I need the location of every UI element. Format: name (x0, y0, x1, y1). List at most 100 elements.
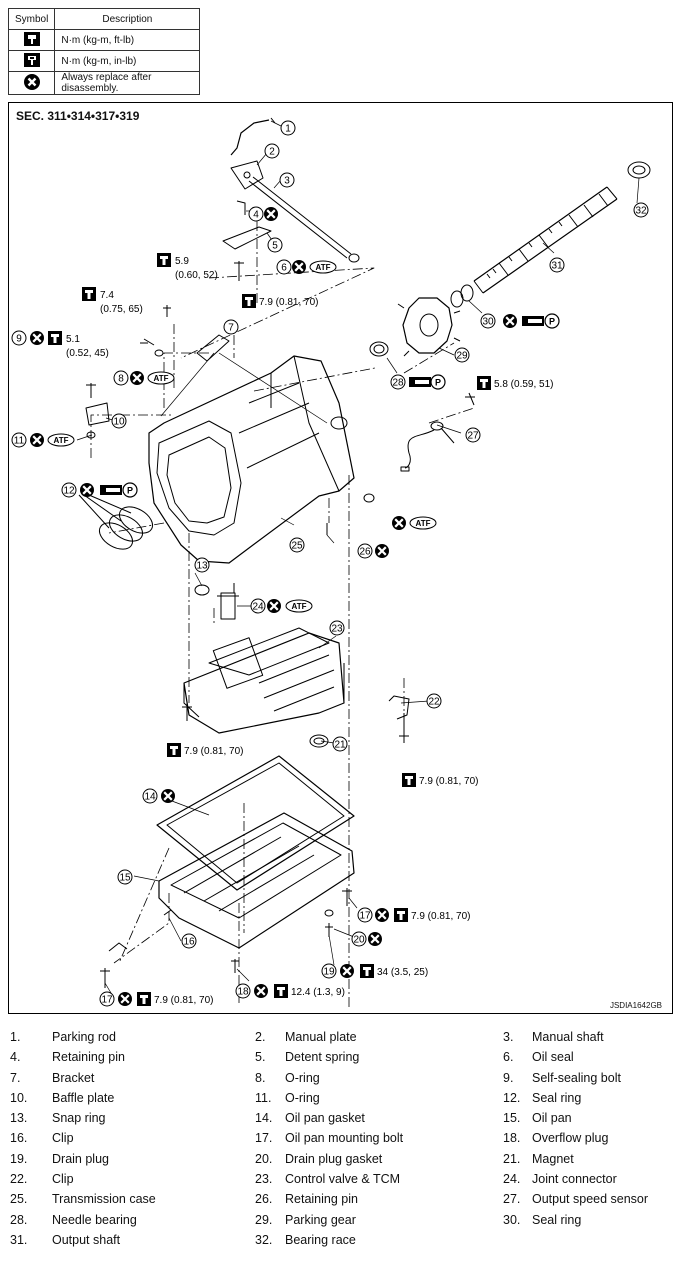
torque-wrench-icon (48, 253, 491, 1006)
atf-badge: ATF (409, 516, 437, 530)
svg-text:29: 29 (456, 351, 468, 362)
callout-5: 5 (267, 237, 283, 253)
symbol-legend: Symbol Description N·m (kg-m, ft-lb) N·m… (7, 8, 201, 95)
part-name: Output shaft (52, 1232, 121, 1247)
part-name: Seal ring (532, 1212, 582, 1227)
callout-14: 14 (142, 788, 158, 804)
torque-label: 5.8 (0.59, 51) (494, 379, 553, 390)
part-number: 28. (10, 1212, 28, 1227)
part-number: 17. (255, 1131, 273, 1146)
svg-text:ATF: ATF (292, 602, 307, 611)
torque-wrench-icon (7, 29, 56, 51)
legend-row-text: N·m (kg-m, ft-lb) (54, 29, 201, 51)
callout-11: 11 (11, 432, 27, 448)
torque-wrench-filled-icon (7, 50, 56, 72)
part-name: Baffle plate (52, 1090, 115, 1105)
svg-text:22: 22 (428, 697, 440, 708)
part-number: 15. (503, 1111, 521, 1126)
part-number: 8. (255, 1070, 266, 1085)
svg-text:ATF: ATF (154, 374, 169, 383)
callout-22: 22 (426, 693, 442, 709)
svg-text:3: 3 (284, 176, 290, 187)
always-replace-icon (7, 71, 56, 95)
part-number: 3. (503, 1030, 514, 1044)
svg-text:25: 25 (291, 541, 303, 552)
callout-31: 31 (549, 257, 565, 273)
svg-text:ATF: ATF (416, 519, 431, 528)
part-name: Joint connector (532, 1172, 617, 1187)
part-name: Oil pan mounting bolt (285, 1131, 404, 1146)
part-name: Control valve & TCM (285, 1172, 401, 1187)
part-name: Oil seal (532, 1050, 574, 1065)
callout-4: 4 (248, 206, 264, 222)
callout-15: 15 (117, 869, 133, 885)
callout-3: 3 (279, 172, 295, 188)
part-name: Retaining pin (52, 1050, 125, 1065)
part-name: Oil pan gasket (285, 1111, 365, 1126)
part-name: Snap ring (52, 1111, 106, 1126)
part-number: 29. (255, 1212, 273, 1227)
callout-18: 18 (235, 983, 251, 999)
callout-21: 21 (332, 736, 348, 752)
section-title: SEC. 311•314•317•319 (16, 109, 140, 123)
part-number: 7. (10, 1070, 21, 1085)
part-name: Drain plug gasket (285, 1151, 383, 1166)
svg-text:27: 27 (467, 431, 479, 442)
callout-16: 16 (181, 933, 197, 949)
part-name: Seal ring (532, 1090, 582, 1105)
svg-text:5: 5 (272, 241, 278, 252)
svg-text:16: 16 (183, 937, 195, 948)
svg-text:1: 1 (285, 124, 291, 135)
callout-12: 12 (61, 482, 77, 498)
part-name: Manual shaft (532, 1030, 604, 1044)
svg-text:17: 17 (101, 995, 113, 1006)
torque-label: (0.60, 52) (175, 270, 218, 281)
svg-text:26: 26 (359, 547, 371, 558)
callout-28: 28 (390, 374, 406, 390)
part-number: 31. (10, 1232, 28, 1247)
exploded-view-diagram: SEC. 311•314•317•319 P (8, 102, 673, 1014)
callout-19: 19 (321, 963, 337, 979)
callout-27: 27 (465, 427, 481, 443)
svg-text:2: 2 (269, 147, 275, 158)
part-name: Needle bearing (52, 1212, 137, 1227)
part-number: 13. (10, 1111, 28, 1126)
callout-9: 9 (11, 330, 27, 346)
torque-label: (0.75, 65) (100, 304, 143, 315)
part-number: 27. (503, 1192, 521, 1207)
legend-row-text: N·m (kg-m, in-lb) (54, 50, 201, 72)
part-number: 2. (255, 1030, 266, 1044)
callout-13: 13 (194, 557, 210, 573)
svg-text:18: 18 (237, 987, 249, 998)
part-name: Retaining pin (285, 1192, 358, 1207)
atf-badge: ATF (309, 260, 337, 274)
part-name: Overflow plug (532, 1131, 609, 1146)
part-number: 26. (255, 1192, 273, 1207)
part-number: 10. (10, 1090, 28, 1105)
torque-label: 7.9 (0.81, 70) (419, 776, 478, 787)
torque-label: (0.52, 45) (66, 348, 109, 359)
atf-badge: ATF (147, 371, 175, 385)
callout-10: 10 (111, 413, 127, 429)
callout-26: 26 (357, 543, 373, 559)
callout-25: 25 (289, 537, 305, 553)
part-number: 30. (503, 1212, 521, 1227)
part-name: Bracket (52, 1070, 95, 1085)
part-name: Parking rod (52, 1030, 116, 1044)
torque-label: 7.9 (0.81, 70) (184, 746, 243, 757)
torque-label: 7.9 (0.81, 70) (154, 995, 213, 1006)
svg-text:28: 28 (392, 378, 404, 389)
part-name: Parking gear (285, 1212, 356, 1227)
callout-20: 20 (351, 931, 367, 947)
svg-text:8: 8 (118, 374, 124, 385)
svg-text:12: 12 (63, 486, 75, 497)
